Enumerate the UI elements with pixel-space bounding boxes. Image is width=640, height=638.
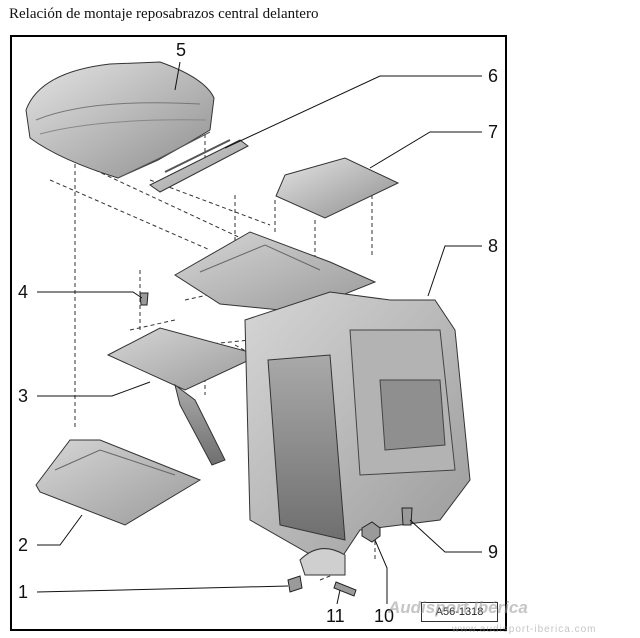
callout-6: 6	[488, 66, 499, 86]
callout-2: 2	[18, 535, 29, 555]
callout-9: 9	[488, 542, 499, 562]
bolt-item-11	[333, 581, 357, 597]
cushion-mounting-rail	[149, 139, 249, 193]
callout-7: 7	[488, 122, 499, 142]
diagram-frame	[10, 35, 507, 631]
screw-item-9	[401, 507, 413, 526]
lower-storage-tray	[35, 439, 202, 526]
watermark-url: www.audisport-iberica.com	[452, 624, 597, 635]
callout-4: 4	[18, 282, 29, 302]
armrest-frame	[244, 291, 471, 576]
callout-8: 8	[488, 236, 499, 256]
page-title: Relación de montaje reposabrazos central…	[9, 6, 319, 22]
nut-item-10	[361, 521, 381, 543]
upper-tray	[174, 231, 377, 313]
screw-item-4	[139, 292, 149, 306]
figure-code-label: A56-1318	[421, 602, 498, 622]
callout-10: 10	[374, 606, 395, 626]
callout-1: 1	[18, 582, 29, 602]
callout-11: 11	[326, 606, 345, 626]
watermark-logo-text: Audisport Ibérica	[388, 598, 528, 617]
callout-3: 3	[18, 386, 29, 406]
callout-leader-lines	[36, 61, 482, 605]
callout-5: 5	[176, 40, 187, 60]
cover-plate	[275, 157, 400, 219]
clip-item-1	[287, 575, 303, 593]
armrest-cushion	[25, 61, 215, 179]
hinge-bracket-plate	[106, 327, 262, 466]
